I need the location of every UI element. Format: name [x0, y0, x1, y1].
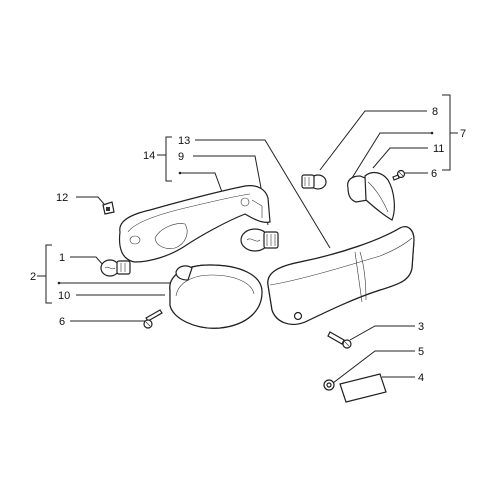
- side-lamp-part-11: [347, 171, 395, 221]
- bulb-part-1: [100, 259, 131, 277]
- screw-part-6-left: [143, 309, 163, 329]
- washer-part-5: [323, 379, 335, 391]
- callout-6-right: 6: [431, 168, 437, 180]
- turn-signal-lens-part-10: [169, 264, 263, 329]
- bracket-group-7: 7: [442, 94, 466, 171]
- callout-10: 10: [58, 290, 70, 302]
- leader-lines: [57, 110, 434, 384]
- callout-5: 5: [418, 346, 424, 358]
- bracket-group-14: 14: [143, 136, 172, 182]
- bracket-group-2: 2: [30, 244, 52, 304]
- callout-9: 9: [178, 151, 184, 163]
- clip-part-12: [102, 201, 115, 215]
- reflector-part-4: [339, 373, 387, 403]
- callout-1: 1: [59, 252, 65, 264]
- callout-13: 13: [178, 135, 190, 147]
- callout-3: 3: [418, 321, 424, 333]
- callout-labels: 13 9 12 1 10 6 8 11 6 3 5 4: [56, 106, 444, 384]
- callout-11: 11: [433, 143, 444, 155]
- rear-lamp-lens-part-13: [267, 226, 415, 325]
- callout-14: 14: [143, 150, 155, 162]
- callout-2: 2: [30, 271, 36, 283]
- bulb-part-8: [301, 174, 327, 190]
- callout-7: 7: [460, 128, 466, 140]
- bulb-part-9: [240, 228, 279, 252]
- callout-8: 8: [432, 106, 438, 118]
- callout-4: 4: [418, 372, 424, 384]
- callout-12: 12: [56, 192, 68, 204]
- screw-part-6-right: [392, 169, 406, 181]
- lamp-holder-part-14: [118, 185, 271, 263]
- callout-6-left: 6: [59, 316, 65, 328]
- screw-part-3: [327, 331, 352, 349]
